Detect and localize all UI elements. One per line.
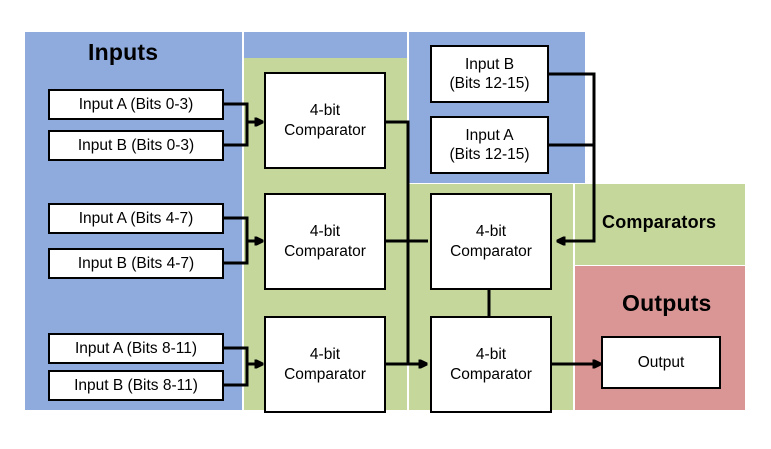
comparator-label-line2: Comparator bbox=[284, 242, 366, 260]
comparators-group-title: Comparators bbox=[602, 212, 717, 232]
comparator-box-4[interactable]: 4-bit Comparator bbox=[430, 193, 552, 290]
input-box-b-bits-0-3[interactable]: Input B (Bits 0-3) bbox=[48, 130, 224, 161]
output-box[interactable]: Output bbox=[601, 336, 721, 389]
inputs-group-title: Inputs bbox=[88, 39, 159, 65]
comparator-label-line1: 4-bit bbox=[309, 346, 341, 364]
input-label-line2: (Bits 12-15) bbox=[449, 146, 530, 163]
inputs-band-top-middle bbox=[244, 32, 407, 58]
input-label-line2: (Bits 12-15) bbox=[449, 75, 530, 92]
comparator-label-line2: Comparator bbox=[450, 365, 532, 383]
input-box-b-bits-4-7[interactable]: Input B (Bits 4-7) bbox=[48, 248, 224, 279]
outputs-group-title: Outputs bbox=[622, 290, 712, 316]
comparator-label-line1: 4-bit bbox=[475, 223, 507, 241]
comparator-label-line2: Comparator bbox=[284, 365, 366, 383]
comparator-box-2[interactable]: 4-bit Comparator bbox=[264, 193, 386, 290]
comparator-box-1[interactable]: 4-bit Comparator bbox=[264, 72, 386, 169]
input-label: Input A (Bits 0-3) bbox=[78, 95, 194, 113]
input-box-b-bits-8-11[interactable]: Input B (Bits 8-11) bbox=[48, 370, 224, 401]
output-label: Output bbox=[637, 353, 685, 371]
comparator-label-line1: 4-bit bbox=[309, 102, 341, 120]
comparators-band-right bbox=[575, 184, 745, 265]
input-box-a-bits-0-3[interactable]: Input A (Bits 0-3) bbox=[48, 89, 224, 120]
input-box-a-bits-8-11[interactable]: Input A (Bits 8-11) bbox=[48, 333, 224, 364]
input-box-a-bits-4-7[interactable]: Input A (Bits 4-7) bbox=[48, 203, 224, 234]
comparator-label-line2: Comparator bbox=[284, 121, 366, 139]
input-label: Input A (Bits 8-11) bbox=[74, 339, 198, 357]
input-box-b-bits-12-15[interactable]: Input B (Bits 12-15) bbox=[430, 45, 549, 103]
input-label: Input B (Bits 0-3) bbox=[77, 136, 195, 154]
input-label: Input A (Bits 4-7) bbox=[78, 209, 194, 227]
comparator-label-line1: 4-bit bbox=[309, 223, 341, 241]
input-label: Input B (Bits 4-7) bbox=[77, 254, 195, 272]
comparator-label-line2: Comparator bbox=[450, 242, 532, 260]
input-label-line1: Input B bbox=[464, 55, 515, 73]
input-label: Input B (Bits 8-11) bbox=[74, 376, 198, 394]
comparator-label-line1: 4-bit bbox=[475, 346, 507, 364]
comparator-box-5[interactable]: 4-bit Comparator bbox=[430, 316, 552, 413]
input-label-line1: Input A bbox=[465, 126, 514, 144]
input-box-a-bits-12-15[interactable]: Input A (Bits 12-15) bbox=[430, 116, 549, 174]
comparator-box-3[interactable]: 4-bit Comparator bbox=[264, 316, 386, 413]
